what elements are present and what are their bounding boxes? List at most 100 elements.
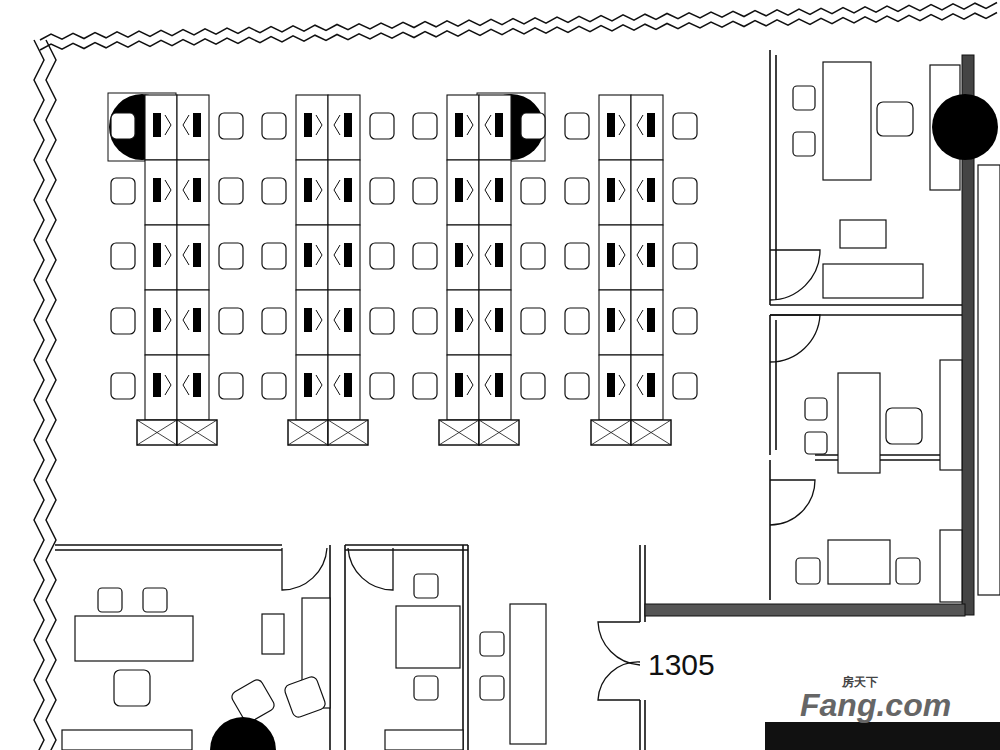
generated-layout (34, 2, 997, 750)
monitor (193, 243, 201, 267)
monitor (304, 243, 312, 267)
keyboard (637, 310, 643, 330)
cabinet-cross (479, 420, 519, 445)
chair (262, 113, 286, 139)
monitor (647, 243, 655, 267)
desk (599, 225, 631, 290)
chair (521, 308, 545, 334)
desk (479, 290, 511, 355)
desk (296, 355, 328, 420)
keyboard (467, 180, 473, 200)
monitor (607, 373, 615, 397)
monitor (647, 308, 655, 332)
chair (413, 373, 437, 399)
chair (219, 243, 243, 269)
keyboard (467, 115, 473, 135)
chair (370, 373, 394, 399)
desk (479, 160, 511, 225)
desk (479, 95, 511, 160)
chair (219, 373, 243, 399)
keyboard (183, 375, 189, 395)
desk (177, 355, 209, 420)
desk (177, 95, 209, 160)
keyboard (485, 310, 491, 330)
cabinet-cross (177, 420, 217, 445)
workstation-cluster (565, 95, 697, 445)
desk (599, 355, 631, 420)
desk (447, 355, 479, 420)
monitor (455, 308, 463, 332)
desk (296, 160, 328, 225)
chair (219, 308, 243, 334)
cabinet (177, 420, 217, 445)
keyboard (316, 180, 322, 200)
desk (631, 160, 663, 225)
desk (631, 290, 663, 355)
chair (262, 308, 286, 334)
cabinet (479, 420, 519, 445)
keyboard (334, 245, 340, 265)
chair (565, 373, 589, 399)
desk (296, 95, 328, 160)
desk (145, 225, 177, 290)
keyboard (165, 375, 171, 395)
chair (673, 178, 697, 204)
monitor (647, 113, 655, 137)
desk (599, 290, 631, 355)
room-number: 1305 (648, 648, 715, 681)
keyboard (467, 310, 473, 330)
exterior-wall (46, 40, 56, 750)
chair (370, 308, 394, 334)
keyboard (619, 115, 625, 135)
chair (111, 178, 135, 204)
keyboard (316, 375, 322, 395)
chair (521, 373, 545, 399)
keyboard (165, 115, 171, 135)
keyboard (485, 115, 491, 135)
cabinet-cross (631, 420, 671, 445)
chair (413, 113, 437, 139)
desk (328, 160, 360, 225)
exterior-wall (40, 2, 997, 40)
keyboard (183, 245, 189, 265)
desk (631, 95, 663, 160)
chair (521, 243, 545, 269)
chair (673, 113, 697, 139)
keyboard (637, 245, 643, 265)
chair (521, 113, 545, 139)
desk (447, 225, 479, 290)
keyboard (183, 115, 189, 135)
monitor (495, 243, 503, 267)
keyboard (334, 375, 340, 395)
keyboard (485, 245, 491, 265)
cabinet-cross (591, 420, 631, 445)
monitor (153, 243, 161, 267)
keyboard (316, 245, 322, 265)
monitor (193, 373, 201, 397)
keyboard (619, 245, 625, 265)
monitor (607, 113, 615, 137)
monitor (495, 308, 503, 332)
monitor (193, 308, 201, 332)
desk (145, 160, 177, 225)
keyboard (467, 375, 473, 395)
desk (177, 160, 209, 225)
watermark: Fang.com (800, 688, 951, 723)
desk (447, 290, 479, 355)
monitor (344, 308, 352, 332)
cabinet-cross (137, 420, 177, 445)
monitor (304, 373, 312, 397)
cabinet-cross (439, 420, 479, 445)
keyboard (637, 115, 643, 135)
monitor (607, 243, 615, 267)
columns (108, 93, 998, 750)
chair (673, 308, 697, 334)
chair (565, 178, 589, 204)
monitor (455, 373, 463, 397)
chair (413, 178, 437, 204)
chair (565, 113, 589, 139)
chair (111, 308, 135, 334)
desk (145, 355, 177, 420)
